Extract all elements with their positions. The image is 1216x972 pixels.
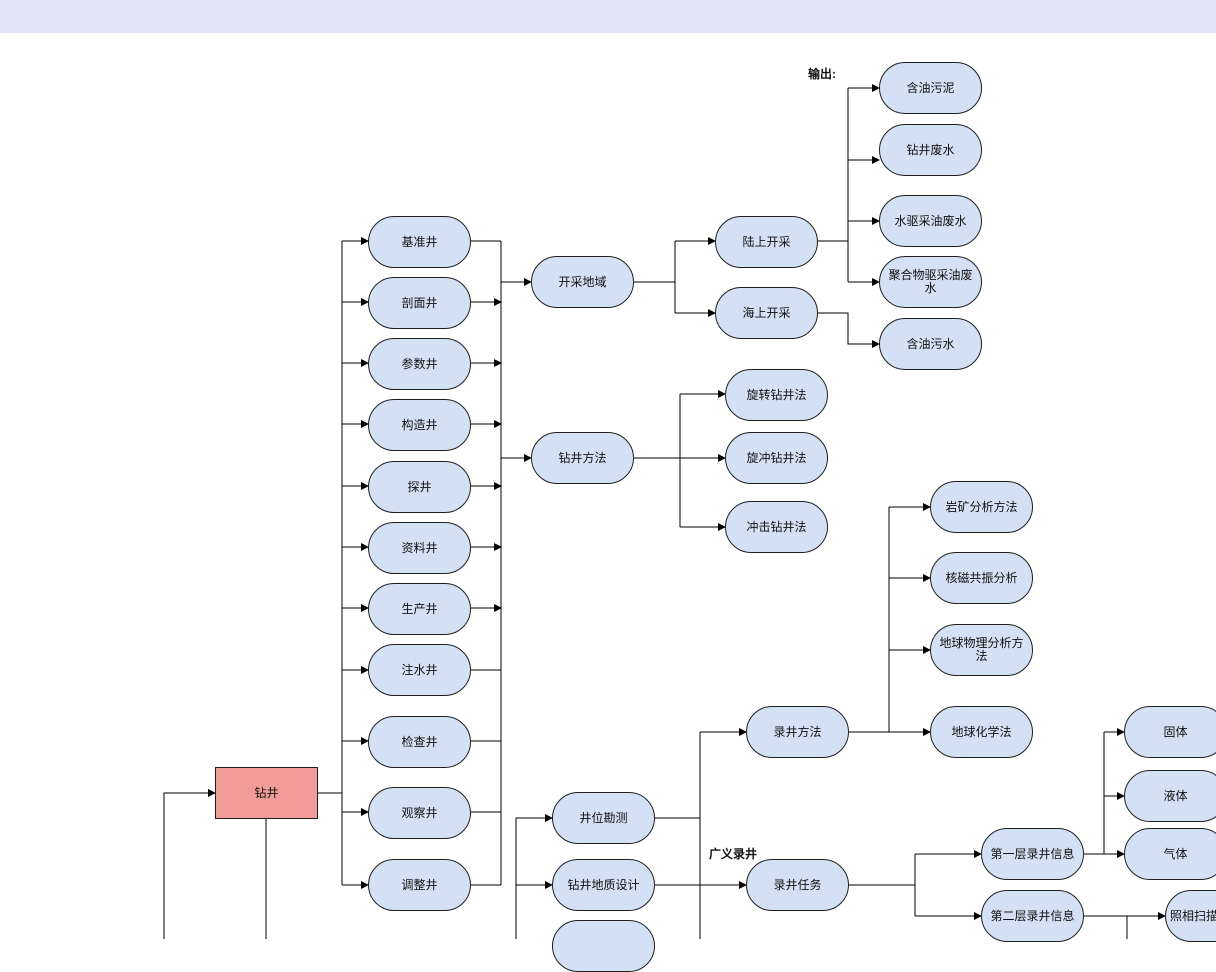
node-first-layer[interactable]: 第一层录井信息: [981, 828, 1084, 880]
node-nmr[interactable]: 核磁共振分析: [930, 552, 1033, 604]
node-logging-task[interactable]: 录井任务: [746, 859, 849, 911]
node-drilling-wastewater[interactable]: 钻井废水: [879, 124, 982, 176]
node-mining-region[interactable]: 开采地域: [531, 256, 634, 308]
node-geological-design[interactable]: 钻井地质设计: [552, 859, 655, 911]
node-rock-mineral[interactable]: 岩矿分析方法: [930, 481, 1033, 533]
node-benchmark-well[interactable]: 基准井: [368, 216, 471, 268]
node-exploration-well[interactable]: 探井: [368, 461, 471, 513]
node-inspection-well[interactable]: 检查井: [368, 716, 471, 768]
node-oily-wastewater[interactable]: 含油污水: [879, 318, 982, 370]
top-bar: [0, 0, 1216, 33]
node-parameter-well[interactable]: 参数井: [368, 338, 471, 390]
connector-left-feed: [163, 789, 216, 939]
node-solid[interactable]: 固体: [1124, 706, 1216, 758]
node-data-well[interactable]: 资料井: [368, 522, 471, 574]
node-gas[interactable]: 气体: [1124, 828, 1216, 880]
node-profile-well[interactable]: 剖面井: [368, 277, 471, 329]
node-percussion-drilling[interactable]: 冲击钻井法: [725, 501, 828, 553]
connector-layer: [163, 84, 1166, 939]
broad-logging-label: 广义录井: [709, 847, 758, 861]
node-injection-well[interactable]: 注水井: [368, 644, 471, 696]
node-geochemical[interactable]: 地球化学法: [930, 706, 1033, 758]
node-drilling[interactable]: 钻井: [215, 767, 318, 819]
node-geophysical[interactable]: 地球物理分析方法: [930, 624, 1033, 676]
node-adjustment-well[interactable]: 调整井: [368, 859, 471, 911]
output-label: 输出:: [808, 67, 836, 81]
node-liquid[interactable]: 液体: [1124, 770, 1216, 822]
node-polymer-wastewater[interactable]: 聚合物驱采油废水: [879, 256, 982, 308]
node-structural-well[interactable]: 构造井: [368, 399, 471, 451]
node-logging-method[interactable]: 录井方法: [746, 706, 849, 758]
node-onshore[interactable]: 陆上开采: [715, 216, 818, 268]
node-well-site-survey[interactable]: 井位勘测: [552, 792, 655, 844]
connector-offshore-output: [818, 312, 880, 348]
connector-to-survey: [515, 814, 553, 939]
node-photo-scan[interactable]: 照相扫描: [1165, 890, 1216, 942]
node-second-layer[interactable]: 第二层录井信息: [981, 890, 1084, 942]
node-third-cut[interactable]: [552, 920, 655, 972]
node-drilling-method[interactable]: 钻井方法: [531, 432, 634, 484]
node-oily-sludge[interactable]: 含油污泥: [879, 62, 982, 114]
node-observation-well[interactable]: 观察井: [368, 787, 471, 839]
node-rotary-percussion[interactable]: 旋冲钻井法: [725, 432, 828, 484]
node-waterflood-wastewater[interactable]: 水驱采油废水: [879, 195, 982, 247]
node-rotary-drilling[interactable]: 旋转钻井法: [725, 369, 828, 421]
node-production-well[interactable]: 生产井: [368, 583, 471, 635]
node-offshore[interactable]: 海上开采: [715, 287, 818, 339]
